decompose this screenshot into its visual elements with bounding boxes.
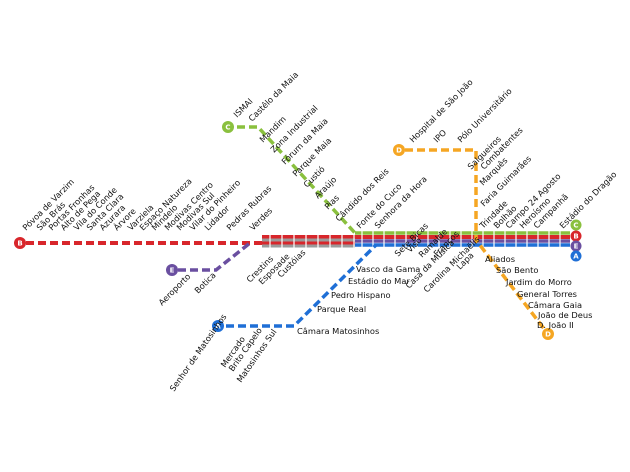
svg-text:E: E <box>574 243 579 251</box>
station-ipo[interactable]: IPO <box>431 127 448 144</box>
line-d <box>405 148 547 332</box>
terminal-badges: B E C D A D C B <box>14 121 582 340</box>
svg-text:C: C <box>225 124 230 132</box>
station-estadio-do-mar[interactable]: Estádio do Mar <box>348 276 410 286</box>
badge-d-south[interactable]: D <box>542 328 554 340</box>
station-d-joao-ii[interactable]: D. João II <box>537 320 574 330</box>
station-aeroporto[interactable]: Aeroporto <box>156 271 192 307</box>
station-senhor-de-matosinhos[interactable]: Senhor de Matosinhos <box>167 312 228 393</box>
station-general-torres[interactable]: General Torres <box>517 289 577 299</box>
station-sao-bento[interactable]: São Bento <box>496 265 538 275</box>
badge-e-west[interactable]: E <box>166 264 178 276</box>
svg-text:B: B <box>17 240 22 248</box>
badge-b-east[interactable]: B <box>570 230 582 242</box>
station-camara-matosinhos[interactable]: Câmara Matosinhos <box>297 326 379 336</box>
station-vasco-da-gama[interactable]: Vasco da Gama <box>356 264 420 274</box>
line-a <box>226 243 378 328</box>
station-botica[interactable]: Botica <box>192 270 217 295</box>
station-aliados[interactable]: Aliados <box>485 254 515 264</box>
svg-text:E: E <box>170 267 175 275</box>
svg-text:D: D <box>396 147 402 155</box>
svg-text:A: A <box>215 323 221 331</box>
station-camara-gaia[interactable]: Câmara Gaia <box>528 300 582 310</box>
svg-text:C: C <box>573 222 578 230</box>
svg-text:D: D <box>545 331 551 339</box>
badge-a-east[interactable]: A <box>570 250 582 262</box>
station-joao-de-deus[interactable]: João de Deus <box>537 310 592 320</box>
line-e <box>178 241 252 272</box>
line-c <box>237 125 357 235</box>
station-jardim-do-morro[interactable]: Jardim do Morro <box>505 277 572 287</box>
badge-e-east[interactable]: E <box>570 240 582 252</box>
station-pedro-hispano[interactable]: Pedro Hispano <box>331 290 391 300</box>
badge-c-north[interactable]: C <box>222 121 234 133</box>
badge-d-north[interactable]: D <box>393 144 405 156</box>
badge-c-east[interactable]: C <box>570 219 582 231</box>
svg-text:B: B <box>573 233 578 241</box>
trunk-station-ticks <box>269 231 561 249</box>
station-castelo-da-maia[interactable]: Castêlo da Maia <box>246 70 300 124</box>
station-parque-real[interactable]: Parque Real <box>317 304 366 314</box>
badge-a-west[interactable]: A <box>212 320 224 332</box>
svg-text:A: A <box>573 253 579 261</box>
station-pias[interactable]: Pias <box>322 193 341 212</box>
station-polo-universitario[interactable]: Pólo Universitário <box>455 86 513 144</box>
badge-b-west[interactable]: B <box>14 237 26 249</box>
